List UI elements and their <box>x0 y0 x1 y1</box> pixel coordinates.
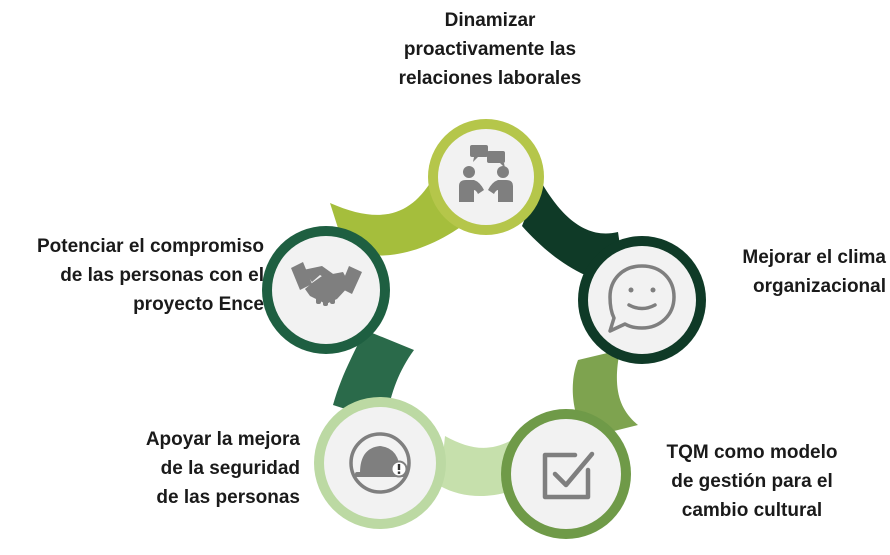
label-line: relaciones laborales <box>398 68 582 89</box>
label-mejorar-clima: Mejorar el clima organizacional <box>670 243 886 301</box>
connector-bottomleft-bottomright <box>440 436 520 497</box>
connector-left-bottomleft <box>333 330 414 422</box>
safety-helmet-icon <box>349 432 411 494</box>
node-bottom-left <box>314 397 446 529</box>
label-line: de gestión para el <box>671 471 833 492</box>
label-line: proactivamente las <box>403 39 577 60</box>
label-line: TQM como modelo <box>666 442 838 463</box>
label-line: cambio cultural <box>681 500 823 521</box>
label-line: Potenciar el compromiso <box>36 236 264 257</box>
smiley-speech-bubble-icon <box>608 264 676 333</box>
label-line: de las personas <box>156 487 300 508</box>
node-top <box>428 119 544 235</box>
label-seguridad: Apoyar la mejora de la seguridad de las … <box>100 425 300 512</box>
people-conversation-icon <box>459 145 513 202</box>
node-bottom-right <box>501 409 631 539</box>
label-line: Apoyar la mejora <box>145 429 300 450</box>
label-line: organizacional <box>752 276 886 297</box>
checkbox-checked-icon <box>542 451 595 500</box>
handshake-icon <box>291 262 362 306</box>
label-dinamizar: Dinamizar proactivamente las relaciones … <box>370 6 610 93</box>
connector-left-top <box>330 180 462 256</box>
label-line: proyecto Ence <box>133 294 264 315</box>
label-line: Dinamizar <box>444 10 536 31</box>
node-left <box>262 226 390 354</box>
label-line: Mejorar el clima <box>742 247 886 268</box>
label-tqm: TQM como modelo de gestión para el cambi… <box>652 438 852 525</box>
label-compromiso: Potenciar el compromiso de las personas … <box>4 232 264 319</box>
label-line: de las personas con el <box>60 265 264 286</box>
label-line: de la seguridad <box>160 458 300 479</box>
node-right <box>578 236 706 364</box>
